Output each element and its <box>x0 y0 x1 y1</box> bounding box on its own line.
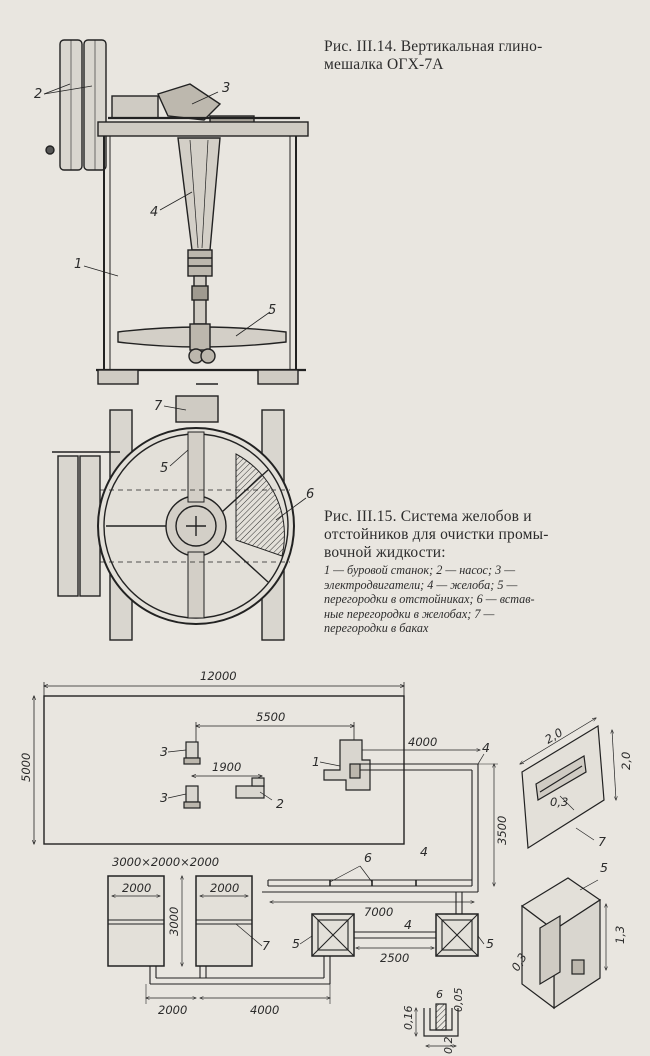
label-1-fig14: 1 <box>74 257 82 272</box>
legend-line2: электродвигатели; 4 — желоба; 5 — <box>324 577 518 592</box>
plate-label: 7 <box>598 834 606 849</box>
dim-tank-w1: 2000 <box>122 881 151 895</box>
profile-label: 6 <box>436 988 443 1001</box>
caption-14-line2: мешалка ОГХ-7А <box>324 56 444 73</box>
dim-overall-height: 5000 <box>19 753 33 782</box>
callout-rig: 1 <box>312 754 320 769</box>
label-3-fig14: 3 <box>222 81 230 96</box>
plate-height: 2,0 <box>619 752 633 770</box>
detail-profile-texts: 0,16 6 0,05 0,2 <box>402 988 465 1055</box>
profile-thickness: 0,05 <box>452 988 465 1013</box>
label-7-top: 7 <box>154 399 163 414</box>
partition-height: 1,3 <box>613 926 627 944</box>
plan-callouts: 1 2 3 3 4 4 4 6 5 5 7 <box>160 740 494 953</box>
profile-height: 0,16 <box>402 1006 415 1031</box>
figure-legend-15: 1 — буровой станок; 2 — насос; 3 — элект… <box>324 563 624 636</box>
callout-motor-b: 3 <box>160 790 168 805</box>
label-6-top: 6 <box>306 487 314 502</box>
dim-tank-w2: 2000 <box>210 881 239 895</box>
leaders-fig14 <box>43 83 271 337</box>
plate-width: 2,0 <box>542 725 565 746</box>
caption-15-line1: Рис. III.15. Система желобов и <box>324 508 532 525</box>
plan-dimension-texts: 12000 5000 5500 1900 4000 3500 7000 3000… <box>19 669 509 1017</box>
dim-tank-h: 3000 <box>167 907 181 936</box>
dim-3500: 3500 <box>495 816 509 845</box>
plan-drawing <box>34 682 405 845</box>
dim-5500: 5500 <box>256 710 285 724</box>
figure-caption-14: Рис. III.14. Вертикальная глино- мешалка… <box>324 38 624 74</box>
callout-motor-a: 3 <box>160 744 168 759</box>
plan-leaders <box>167 749 485 947</box>
callout-trough-b: 4 <box>420 844 428 859</box>
mixer-side-view <box>45 39 309 385</box>
callout-insert-6: 6 <box>364 850 372 865</box>
mixer-top-view <box>52 383 295 641</box>
legend-line1: 1 — буровой станок; 2 — насос; 3 — <box>324 563 516 577</box>
dim-tank-size: 3000×2000×2000 <box>112 855 219 869</box>
label-4-fig14: 4 <box>150 205 158 220</box>
callout-tank-partition: 7 <box>262 938 270 953</box>
dim-4000-bottom: 4000 <box>250 1003 279 1017</box>
callout-trough-a: 4 <box>482 740 490 755</box>
callout-pump: 2 <box>276 796 284 811</box>
legend-line5: перегородки в баках <box>324 621 429 636</box>
dim-2000-bottom: 2000 <box>158 1003 187 1017</box>
profile-width: 0,2 <box>442 1037 455 1055</box>
dim-4000-top: 4000 <box>408 735 437 749</box>
legend-line4: ные перегородки в желобах; 7 — <box>324 606 495 621</box>
label-5-top: 5 <box>160 461 168 476</box>
leaders-top <box>163 405 307 521</box>
caption-14-line1: Рис. III.14. Вертикальная глино- <box>324 38 543 55</box>
figure-caption-15: Рис. III.15. Система желобов и отстойник… <box>324 508 624 562</box>
dim-1900: 1900 <box>212 760 241 774</box>
caption-15-line3: вочной жидкости: <box>324 544 446 561</box>
partition-label: 5 <box>600 860 608 875</box>
dim-2500: 2500 <box>380 951 409 965</box>
detail-profile-6 <box>416 1003 459 1046</box>
dim-overall-width: 12000 <box>200 669 237 683</box>
legend-line3: перегородки в отстойниках; 6 — встав- <box>324 592 535 607</box>
callout-settler-a: 5 <box>292 936 300 951</box>
callout-settler-b: 5 <box>486 936 494 951</box>
dim-7000: 7000 <box>364 905 393 919</box>
label-5-fig14: 5 <box>268 303 276 318</box>
detail-partition-5 <box>520 877 606 1010</box>
detail-plate-7 <box>520 718 616 850</box>
plate-slot: 0,3 <box>550 795 568 809</box>
caption-15-line2: отстойников для очистки промы- <box>324 526 549 543</box>
trough-system <box>107 750 498 1004</box>
callout-trough-c: 4 <box>404 917 412 932</box>
label-2-fig14: 2 <box>34 87 42 102</box>
